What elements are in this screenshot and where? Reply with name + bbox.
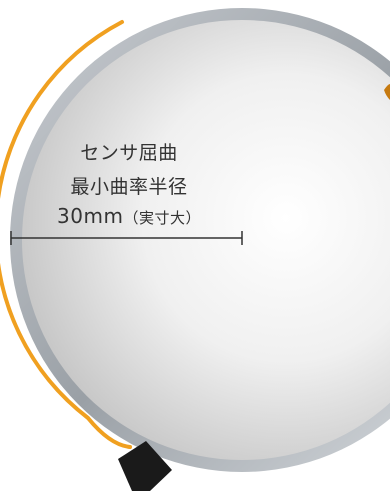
actual-size-note: （実寸大） [123,209,201,227]
mandrel-disc [22,20,390,460]
sensor-strip [0,20,132,449]
sensor-connector-icon [118,441,172,491]
sensor-strip-tip [384,84,390,100]
label-radius-value: 30mm（実寸大） [0,204,258,228]
label-min-bend-radius: 最小曲率半径 [70,176,188,198]
radius-indicator [10,231,243,245]
radius-value: 30mm [57,204,124,228]
label-sensor-bending: センサ屈曲 [80,142,178,164]
